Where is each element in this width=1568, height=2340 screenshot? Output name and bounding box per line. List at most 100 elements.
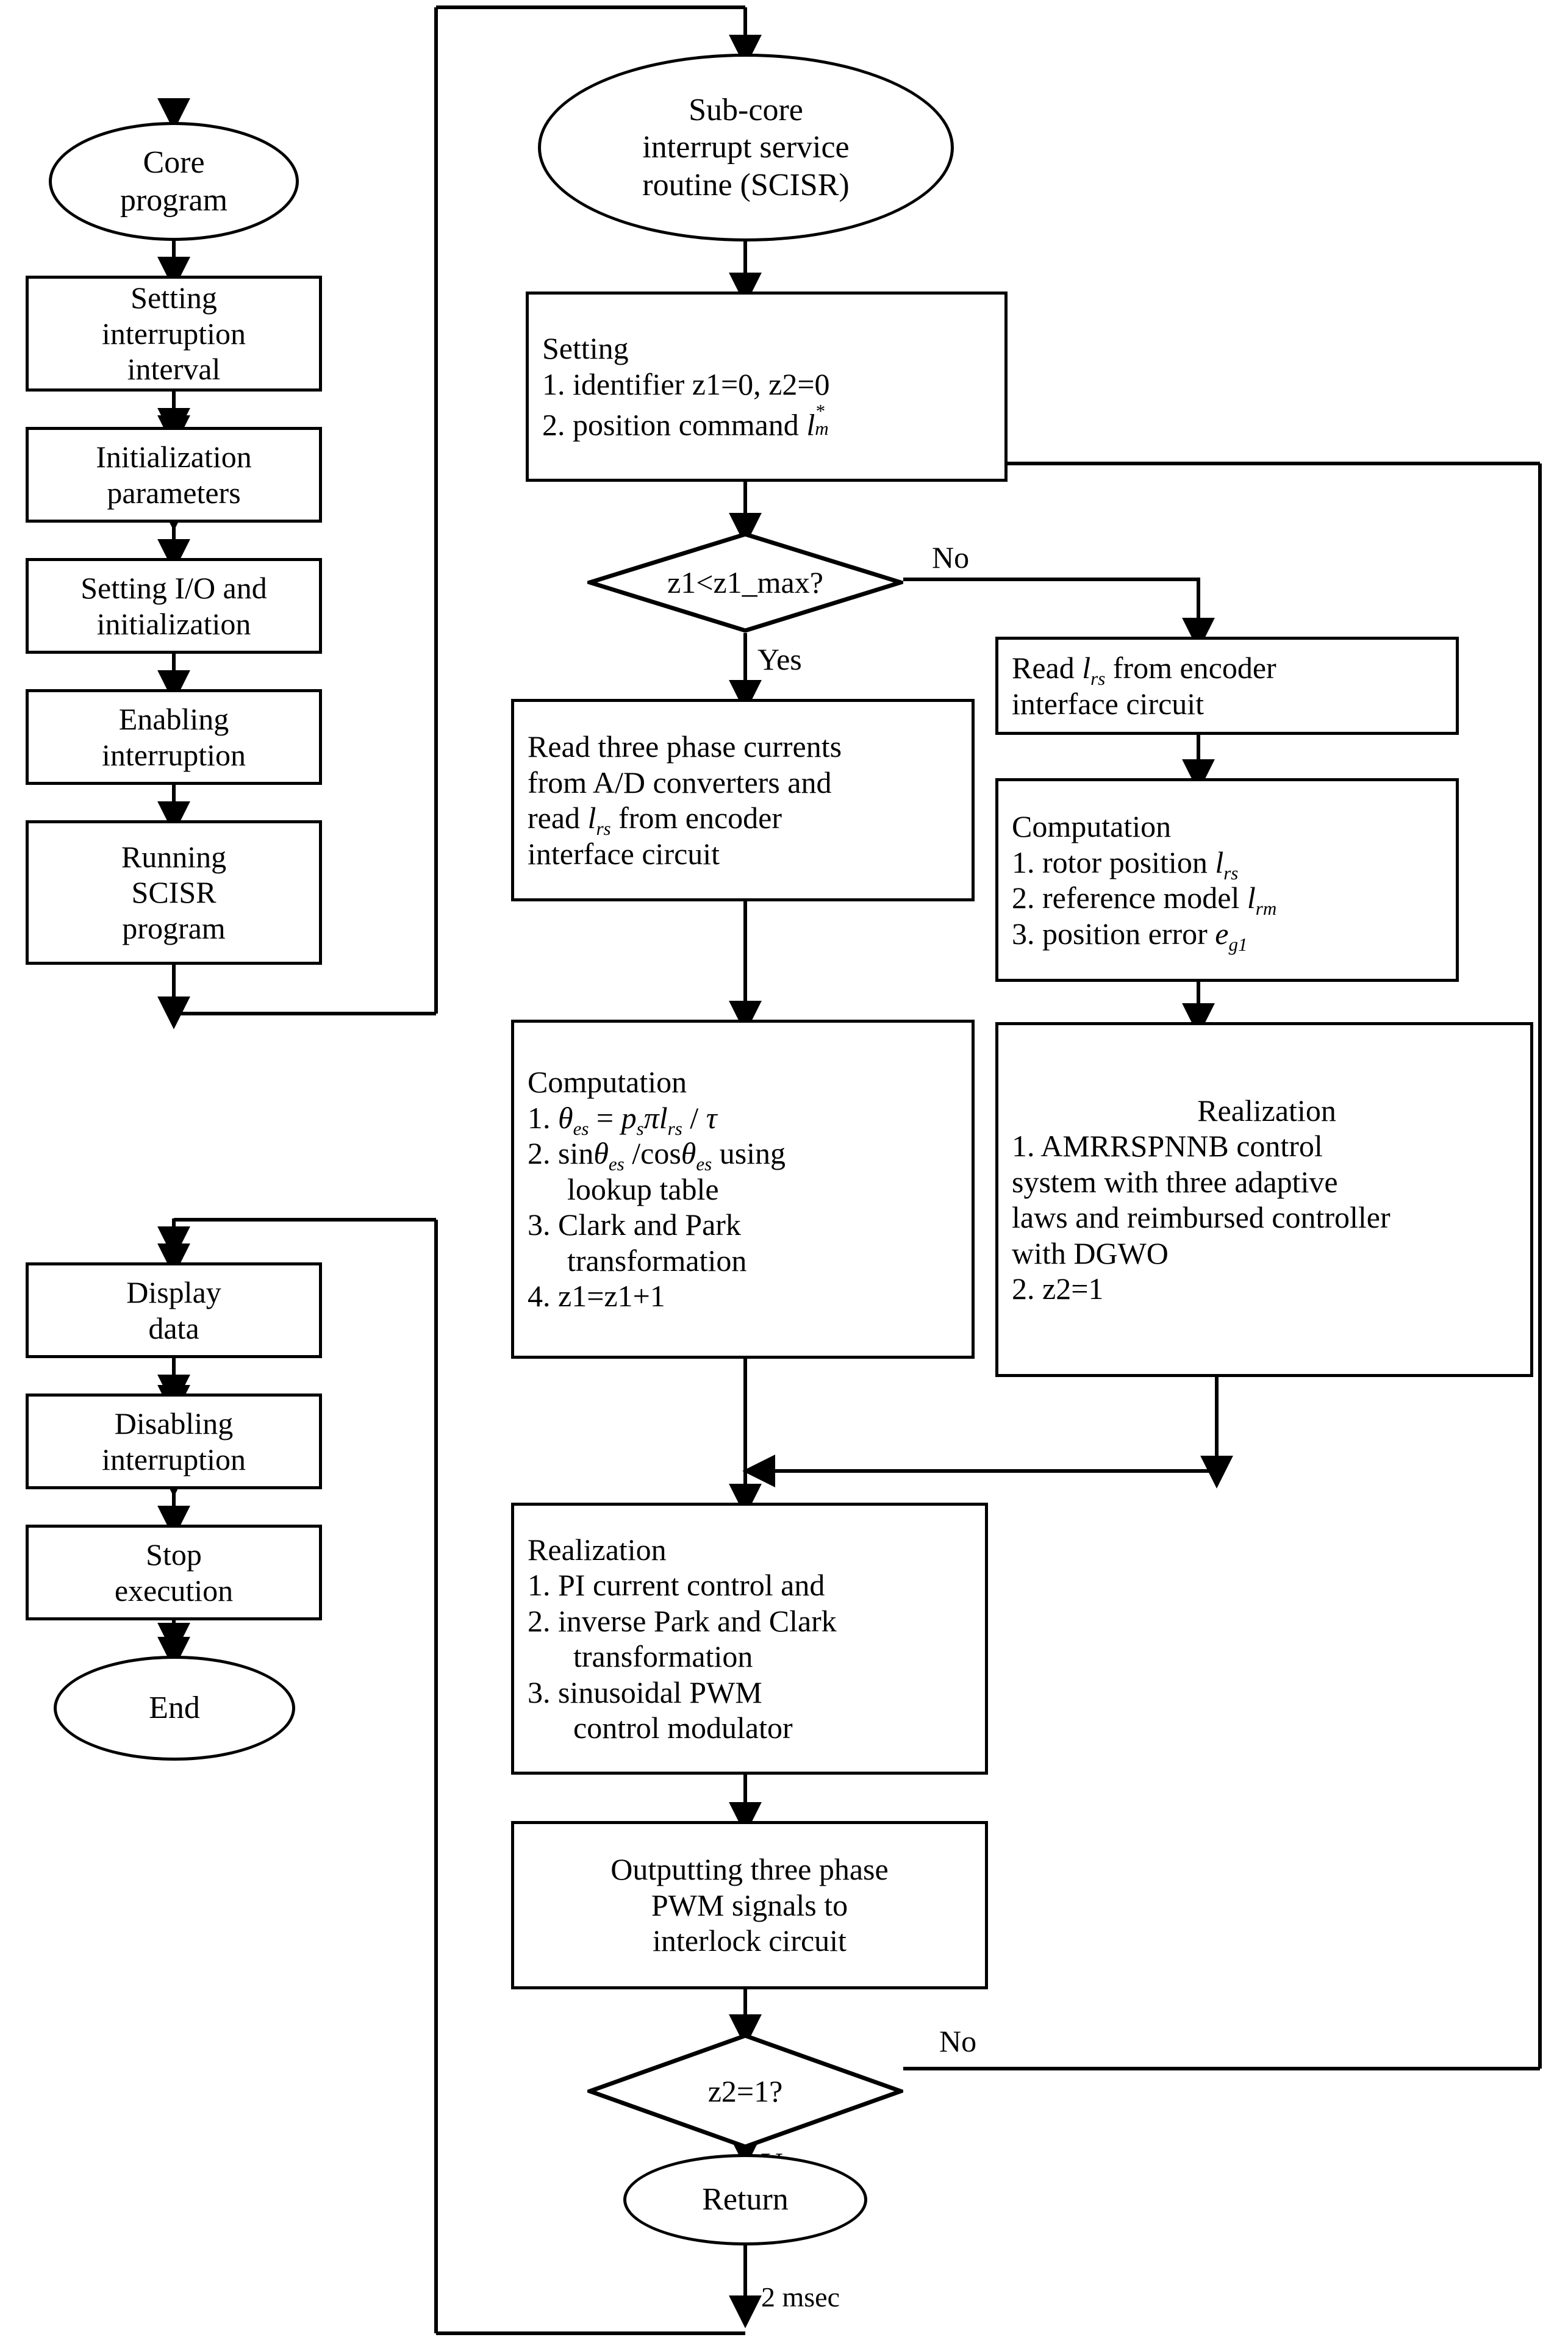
computation-left-item-2b: lookup table xyxy=(567,1172,719,1206)
display-data-box: Display data xyxy=(26,1262,322,1358)
comp-l-i2-theta1: θ xyxy=(593,1136,609,1171)
stop-execution-box: Stop execution xyxy=(26,1525,322,1620)
realization-right-item-2: 2. z2=1 xyxy=(1012,1272,1104,1306)
read-encoder-box: Read lrs from encoder interface circuit xyxy=(995,637,1459,735)
scisr-line3: routine (SCISR) xyxy=(642,167,850,202)
decision-z2-label: z2=1? xyxy=(707,2073,783,2108)
read-currents-line3-post: from encoder xyxy=(618,801,782,835)
read-encoder-line2: interface circuit xyxy=(1012,686,1205,721)
disabling-line1: Disabling xyxy=(114,1406,234,1440)
loop-period-label: 2 msec xyxy=(761,2281,840,2313)
realization-right-box: Realization 1. AMRRSPNNB control system … xyxy=(995,1022,1533,1377)
decision-z1-max: z1<z1_max? xyxy=(587,532,903,633)
read-encoder-pre: Read xyxy=(1012,651,1075,685)
initialization-line2: parameters xyxy=(107,475,241,510)
computation-left-item-2: 2. sinθes /cosθes using xyxy=(528,1136,963,1175)
return-terminator: Return xyxy=(623,2154,867,2245)
read-encoder-var: l xyxy=(1082,651,1091,685)
realization-bottom-item-2b: transformation xyxy=(573,1639,753,1673)
realization-bottom-item-3b: control modulator xyxy=(573,1711,793,1745)
read-encoder-post: from encoder xyxy=(1112,651,1276,685)
setting-box: Setting 1. identifier z1=0, z2=0 2. posi… xyxy=(526,292,1008,482)
disabling-line2: interruption xyxy=(101,1442,246,1476)
comp-r-i2-sub: rm xyxy=(1255,898,1277,919)
computation-left-item-1: 1. θes = psπlrs / τ xyxy=(528,1100,963,1139)
computation-right-title: Computation xyxy=(1012,809,1172,843)
output-pwm-line3: interlock circuit xyxy=(653,1923,847,1958)
setting-interruption-interval-box: Setting interruption interval xyxy=(26,276,322,392)
comp-l-i2-theta2: θ xyxy=(681,1136,696,1171)
display-line2: data xyxy=(148,1311,199,1345)
setting-io-line1: Setting I/O and xyxy=(81,571,267,605)
return-label: Return xyxy=(702,2182,789,2217)
computation-left-box: Computation 1. θes = psπlrs / τ 2. sinθe… xyxy=(511,1020,975,1359)
comp-r-i2-text: 2. reference model xyxy=(1012,881,1240,915)
realization-right-item-1a: 1. AMRRSPNNB control xyxy=(1012,1129,1323,1163)
stop-line2: execution xyxy=(114,1573,234,1608)
decision-z1-shape xyxy=(587,532,903,633)
computation-right-item-2: 2. reference model lrm xyxy=(1012,880,1447,919)
enabling-line2: interruption xyxy=(101,737,246,772)
read-currents-line1: Read three phase currents xyxy=(528,729,842,764)
realization-bottom-item-3a: 3. sinusoidal PWM xyxy=(528,1675,762,1709)
read-currents-line4: interface circuit xyxy=(528,836,720,871)
initialization-parameters-box: Initialization parameters xyxy=(26,427,322,523)
comp-l-i2-sub2: es xyxy=(696,1153,712,1175)
realization-right-item-1b: system with three adaptive xyxy=(1012,1164,1338,1199)
setting-title: Setting xyxy=(542,331,629,366)
scisr-start-terminator: Sub-core interrupt service routine (SCIS… xyxy=(538,54,954,242)
comp-l-l-sub: rs xyxy=(667,1117,682,1139)
computation-right-item-3: 3. position error eg1 xyxy=(1012,916,1447,955)
realization-bottom-item-1: 1. PI current control and xyxy=(528,1568,825,1602)
realization-bottom-box: Realization 1. PI current control and 2.… xyxy=(511,1503,988,1775)
running-scisr-program-box: Running SCISR program xyxy=(26,820,322,965)
decision-z1-yes-label: Yes xyxy=(757,642,802,676)
comp-l-pi: π xyxy=(643,1100,659,1135)
setting-io-initialization-box: Setting I/O and initialization xyxy=(26,558,322,654)
initialization-line1: Initialization xyxy=(96,440,252,474)
scisr-line2: interrupt service xyxy=(642,130,850,165)
read-currents-line3-pre: read xyxy=(528,801,581,835)
decision-z1-label: z1<z1_max? xyxy=(667,565,823,599)
comp-r-i2-var: l xyxy=(1247,881,1256,915)
setting-item-2-text: 2. position command xyxy=(542,407,799,442)
comp-l-i2-sub1: es xyxy=(608,1153,625,1175)
comp-r-i1-sub: rs xyxy=(1223,862,1239,884)
read-currents-var: l xyxy=(587,801,596,835)
setting-interruption-line2: interruption xyxy=(101,316,246,351)
read-currents-var-sub: rs xyxy=(596,818,611,839)
comp-l-i1-num: 1. xyxy=(528,1100,551,1135)
enabling-line1: Enabling xyxy=(118,702,229,736)
comp-r-i1-text: 1. rotor position xyxy=(1012,845,1208,879)
comp-l-eq: = xyxy=(596,1100,614,1135)
running-line1: Running xyxy=(121,839,227,874)
realization-right-title: Realization xyxy=(1197,1093,1336,1128)
realization-right-item-1c: laws and reimbursed controller xyxy=(1012,1200,1391,1234)
end-terminator: End xyxy=(54,1656,295,1761)
computation-right-box: Computation 1. rotor position lrs 2. ref… xyxy=(995,778,1459,982)
realization-bottom-title: Realization xyxy=(528,1532,667,1567)
decision-z2-equals-1: z2=1? xyxy=(587,2033,903,2149)
realization-right-item-1d: with DGWO xyxy=(1012,1236,1169,1270)
computation-left-title: Computation xyxy=(528,1065,687,1100)
output-pwm-line2: PWM signals to xyxy=(651,1887,848,1922)
comp-l-l: l xyxy=(659,1100,668,1135)
core-program-line1: Core xyxy=(143,145,205,181)
comp-l-i2-b: /cos xyxy=(632,1136,681,1171)
computation-left-item-4: 4. z1=z1+1 xyxy=(528,1279,665,1314)
decision-z2-shape xyxy=(587,2033,903,2149)
setting-interruption-line1: Setting xyxy=(131,281,217,315)
comp-l-i2-c: using xyxy=(719,1136,786,1171)
comp-l-p: p xyxy=(621,1100,637,1135)
setting-item-2: 2. position command l*m xyxy=(542,400,996,443)
stop-line1: Stop xyxy=(146,1537,202,1572)
realization-bottom-item-2a: 2. inverse Park and Clark xyxy=(528,1603,837,1638)
output-pwm-box: Outputting three phase PWM signals to in… xyxy=(511,1821,988,1989)
setting-item-2-supsub: *m xyxy=(815,400,829,440)
display-line1: Display xyxy=(126,1275,221,1309)
enabling-interruption-box: Enabling interruption xyxy=(26,689,322,785)
comp-r-i3-sub: g1 xyxy=(1228,933,1248,955)
computation-right-item-1: 1. rotor position lrs xyxy=(1012,845,1447,884)
